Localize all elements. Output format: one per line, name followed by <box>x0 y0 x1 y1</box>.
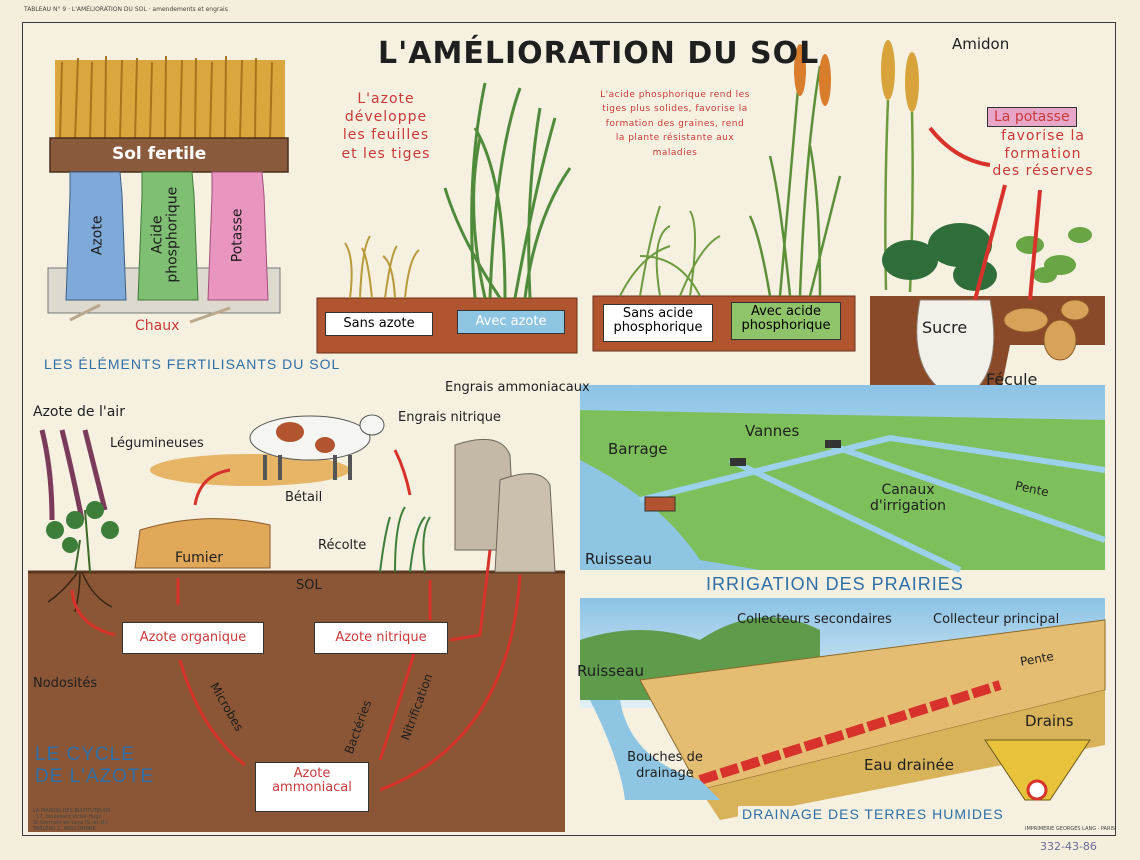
azote-bag <box>65 171 127 301</box>
fumier-label: Fumier <box>175 550 224 566</box>
potasse-box: La potasse <box>987 107 1077 127</box>
printer-note: IMPRIMERIE GEORGES LANG · PARIS <box>1025 826 1116 832</box>
drain-trench <box>984 739 1091 801</box>
label-sans-phosphore: Sans acide phosphorique <box>603 304 713 342</box>
fecule-label: Fécule <box>986 370 1038 389</box>
bag-phosphore-label: Acide phosphorique <box>149 186 180 283</box>
amidon-ear-1 <box>881 40 895 100</box>
legumineuses-label: Légumineuses <box>110 436 204 451</box>
top-note: TABLEAU N° 9 · L'AMÉLIORATION DU SOL · a… <box>24 6 228 13</box>
phosphore-bag <box>137 171 199 301</box>
irrigation-ruisseau-label: Ruisseau <box>585 550 652 568</box>
cow <box>249 414 385 480</box>
harvest-grass <box>379 506 431 573</box>
plant-without-phosphore <box>619 205 721 297</box>
wheat-ear-left <box>794 44 806 96</box>
footer-left-note: TABLEAU 1, ANSCOMBRE <box>33 826 96 832</box>
beet-leaves <box>882 223 997 291</box>
box-azote-ammoniacal: Azote ammoniacal <box>255 762 369 812</box>
plant-without-azote <box>344 235 420 299</box>
amidon-ear-2 <box>905 52 919 112</box>
amidon-label: Amidon <box>952 35 1010 53</box>
eau-drainee-label: Eau drainée <box>864 756 954 774</box>
main-collector-pipe <box>698 680 1002 785</box>
page-title: L'AMÉLIORATION DU SOL <box>378 36 820 71</box>
base-label: Chaux <box>135 318 180 334</box>
cattle-ground <box>150 454 350 486</box>
archive-stamp: 332-43-86 <box>1040 840 1097 853</box>
label-avec-phosphore: Avec acide phosphorique <box>731 302 841 340</box>
legume-stem <box>74 509 91 573</box>
box-azote-organique: Azote organique <box>122 622 264 654</box>
drains-label: Drains <box>1025 712 1074 730</box>
plant-with-phosphore <box>748 65 842 297</box>
engrais-ammoniacaux-label: Engrais ammoniacaux <box>445 380 590 395</box>
betail-label: Bétail <box>285 490 323 505</box>
cycle-title-2: DE L'AZOTE <box>35 766 155 787</box>
drainage-ruisseau-label: Ruisseau <box>577 662 644 680</box>
barrage-label: Barrage <box>608 440 668 458</box>
irrigation-title: IRRIGATION DES PRAIRIES <box>706 574 964 594</box>
nitric-fertilizer-bag <box>494 473 556 573</box>
drain-pipe-section <box>1026 779 1048 801</box>
irrigation-stream <box>580 460 760 570</box>
bag-potasse-label: Potasse <box>229 208 246 263</box>
cycle-title-1: LE CYCLE <box>35 744 135 765</box>
collecteur-principal-label: Collecteur principal <box>933 612 1060 627</box>
vanne-2 <box>825 440 841 448</box>
legume-plant <box>46 501 119 553</box>
drainage-stream <box>590 700 720 800</box>
cycle-arrows <box>70 449 522 792</box>
field-subsoil <box>700 690 1105 820</box>
lime-texture <box>69 303 231 324</box>
potasse-caption: favorise la formation des réserves <box>992 128 1094 179</box>
recolte-label: Récolte <box>318 538 367 553</box>
box-azote-nitrique: Azote nitrique <box>314 622 448 654</box>
label-sans-azote: Sans azote <box>325 312 433 336</box>
drainage-title: DRAINAGE DES TERRES HUMIDES <box>738 806 1008 822</box>
manure-pile <box>134 518 271 569</box>
bouches-label: Bouches de drainage <box>627 750 703 781</box>
potasse-bag <box>207 171 269 301</box>
bag-azote-label: Azote <box>89 215 106 256</box>
azote-air-label: Azote de l'air <box>33 404 125 420</box>
nodosites-label: Nodosités <box>33 676 98 691</box>
azote-caption: L'azote développe les feuilles et les ti… <box>341 91 431 162</box>
irrigation-canals <box>639 434 1106 573</box>
potato-tubers <box>1003 299 1090 361</box>
soil-label: Sol fertile <box>112 144 207 164</box>
barrage-gate <box>644 496 676 512</box>
fertilisants-title: LES ÉLÉMENTS FERTILISANTS DU SOL <box>44 356 341 372</box>
air-nitrogen-arrows <box>39 429 108 521</box>
canaux-label: Canaux d'irrigation <box>869 482 947 514</box>
engrais-nitrique-label: Engrais nitrique <box>398 410 501 425</box>
collecteurs-secondaires-label: Collecteurs secondaires <box>737 612 892 627</box>
plant-with-azote <box>443 82 572 299</box>
potasse-arrows <box>928 126 1042 301</box>
potato-leaves <box>1016 227 1092 283</box>
sucre-label: Sucre <box>922 318 968 337</box>
phosphore-caption: L'acide phosphorique rend les tiges plus… <box>600 90 750 158</box>
wheat-ear-right <box>819 54 831 106</box>
vanne-1 <box>730 458 746 466</box>
vannes-label: Vannes <box>745 422 800 440</box>
wheat-tuft <box>55 55 285 141</box>
sol-label: SOL <box>296 578 322 593</box>
label-avec-azote: Avec azote <box>457 310 565 334</box>
publisher-note: LA MAISON DES INSTITUTEURS · 17, bouleva… <box>33 808 111 826</box>
